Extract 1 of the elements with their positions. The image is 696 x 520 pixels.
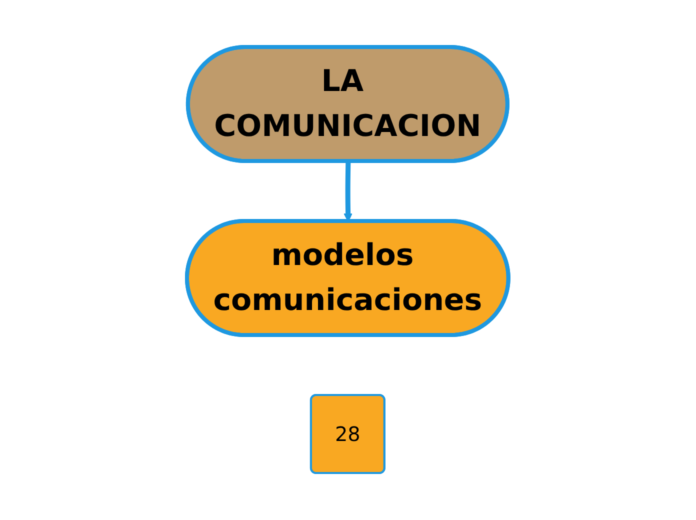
arrow bbox=[344, 161, 353, 222]
